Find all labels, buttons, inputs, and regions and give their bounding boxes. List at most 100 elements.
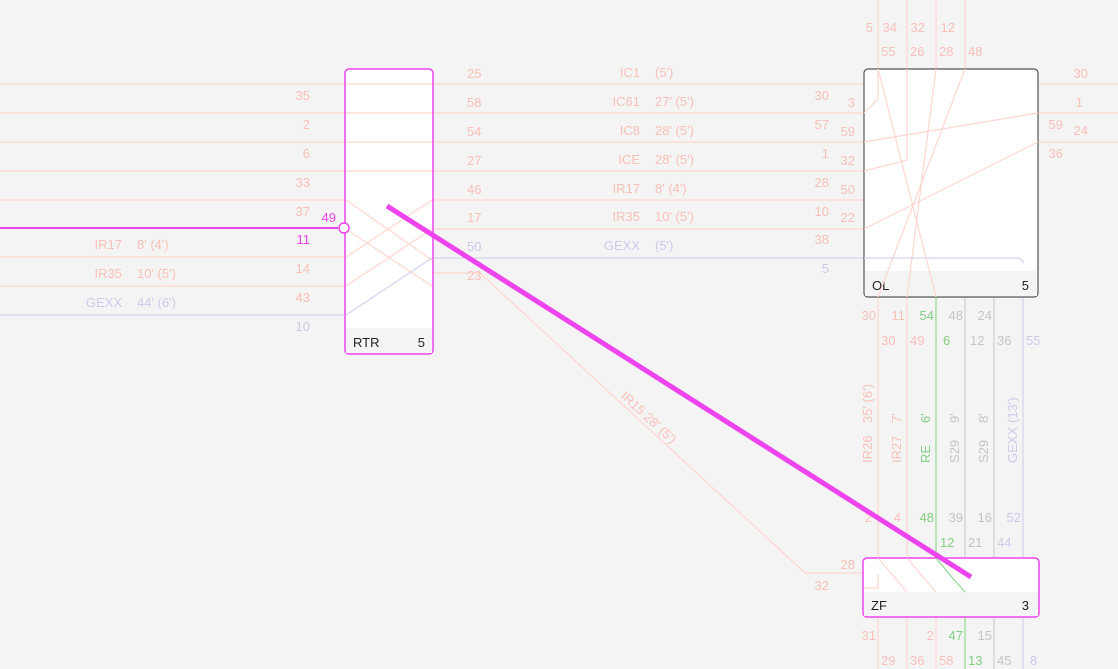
middle-route-time: 28' (5') bbox=[655, 152, 694, 167]
node-ol[interactable]: OL 5 bbox=[863, 68, 1039, 298]
ol-right-number: 36 bbox=[1049, 146, 1063, 161]
rtr-inner-track bbox=[345, 199, 433, 261]
ol-inner-track bbox=[877, 68, 966, 298]
left-route-name: IR35 bbox=[95, 266, 122, 281]
vertical-route-name: RE bbox=[918, 445, 933, 463]
middle-route-time: 10' (5') bbox=[655, 209, 694, 224]
rtr-right-number: 23 bbox=[467, 268, 481, 283]
ol-bottom-number: 36 bbox=[997, 333, 1011, 348]
rtr-inner-track bbox=[345, 228, 433, 287]
zf-top-number: 52 bbox=[1007, 510, 1021, 525]
rtr-right-number: 27 bbox=[467, 153, 481, 168]
ol-right-number: 59 bbox=[1049, 117, 1063, 132]
node-rtr[interactable]: RTR 5 bbox=[344, 68, 434, 355]
left-route-time: 44' (6') bbox=[137, 295, 176, 310]
zf-inner-track bbox=[877, 557, 908, 593]
rtr-left-number: 2 bbox=[303, 117, 310, 132]
ol-bottom-number: 24 bbox=[978, 308, 992, 323]
route-endpoint-handle[interactable] bbox=[338, 222, 350, 234]
ol-left-number: 38 bbox=[815, 232, 829, 247]
highlighted-route[interactable]: 49 bbox=[0, 210, 350, 234]
rtr-left-number: 35 bbox=[296, 88, 310, 103]
ol-bottom-number: 11 bbox=[892, 308, 906, 323]
zf-bottom-number: 47 bbox=[949, 628, 963, 643]
ol-top-number: 26 bbox=[910, 44, 924, 59]
ol-top-number: 28 bbox=[939, 44, 953, 59]
vertical-route-name: IR27 bbox=[889, 436, 904, 463]
ol-bottom-number: 49 bbox=[910, 333, 924, 348]
diag-route-label: IR15 28' (5') bbox=[618, 388, 680, 446]
zf-node-name: ZF bbox=[871, 598, 887, 613]
middle-route-name: IC61 bbox=[613, 94, 640, 109]
vertical-route-name: GEXX bbox=[1005, 427, 1020, 463]
rtr-right-number: 17 bbox=[467, 210, 481, 225]
middle-route-time: (5') bbox=[655, 238, 673, 253]
ol-top-number: 55 bbox=[881, 44, 895, 59]
zf-top-number: 2 bbox=[865, 510, 872, 525]
rtr-left-number: 37 bbox=[296, 204, 310, 219]
ol-left-number: 57 bbox=[815, 117, 829, 132]
ol-left-number: 28 bbox=[815, 175, 829, 190]
ol-inner-number: 22 bbox=[841, 210, 855, 225]
ol-inner-track bbox=[863, 112, 1039, 143]
diag-track-ir15 bbox=[433, 272, 864, 574]
ol-left-number: 10 bbox=[815, 204, 829, 219]
vertical-route-time: 6' bbox=[918, 413, 933, 423]
left-route-time: 10' (5') bbox=[137, 266, 176, 281]
middle-route-name: IC1 bbox=[620, 65, 640, 80]
middle-route-time: 27' (5') bbox=[655, 94, 694, 109]
rtr-left-number: 6 bbox=[303, 146, 310, 161]
left-route-time: 8' (4') bbox=[137, 237, 169, 252]
rtr-right-number: 58 bbox=[467, 95, 481, 110]
ol-left-number: 5 bbox=[822, 261, 829, 276]
highlight-number: 49 bbox=[322, 210, 336, 225]
zf-left-number: 28 bbox=[841, 557, 855, 572]
middle-route-name: IC8 bbox=[620, 123, 640, 138]
rtr-right-number: 25 bbox=[467, 66, 481, 81]
vertical-route-name: S29 bbox=[947, 440, 962, 463]
zf-inner-track bbox=[935, 557, 966, 593]
node-inner-tracks bbox=[345, 68, 1039, 593]
middle-route-time: 28' (5') bbox=[655, 123, 694, 138]
zf-bottom-number: 8 bbox=[1030, 653, 1037, 668]
zf-inner-track bbox=[906, 557, 937, 593]
ol-right-number: 1 bbox=[1076, 95, 1083, 110]
ol-bottom-number: 30 bbox=[881, 333, 895, 348]
vertical-route-name: IR26 bbox=[860, 436, 875, 463]
vertical-route-name: S29 bbox=[976, 440, 991, 463]
zf-bottom-number: 2 bbox=[927, 628, 934, 643]
ol-top-number: 32 bbox=[911, 20, 925, 35]
rtr-left-number: 14 bbox=[296, 261, 310, 276]
rtr-left-number: 11 bbox=[297, 232, 311, 247]
ol-top-number: 5 bbox=[866, 20, 873, 35]
ol-left-number: 30 bbox=[815, 88, 829, 103]
node-zf[interactable]: ZF 3 bbox=[862, 557, 1040, 618]
rtr-inner-track bbox=[345, 199, 433, 258]
ol-bottom-number: 54 bbox=[920, 308, 934, 323]
rtr-node-count: 5 bbox=[418, 335, 425, 350]
rtr-right-number: 54 bbox=[467, 124, 481, 139]
rtr-left-number: 33 bbox=[296, 175, 310, 190]
ol-top-number: 34 bbox=[883, 20, 897, 35]
ol-inner-number: 32 bbox=[841, 153, 855, 168]
zf-bottom-number: 15 bbox=[978, 628, 992, 643]
rtr-left-number: 43 bbox=[296, 290, 310, 305]
zf-top-number: 39 bbox=[949, 510, 963, 525]
zf-top-number: 4 bbox=[894, 510, 901, 525]
vertical-route-time: 8' bbox=[976, 413, 991, 423]
selection-drag-line[interactable] bbox=[385, 203, 973, 580]
middle-route-name: IR35 bbox=[613, 209, 640, 224]
left-route-name: IR17 bbox=[95, 237, 122, 252]
rtr-right-number: 46 bbox=[467, 182, 481, 197]
ol-inner-track bbox=[863, 141, 1039, 230]
ol-top-number: 48 bbox=[968, 44, 982, 59]
ol-bottom-number: 12 bbox=[970, 333, 984, 348]
vertical-route-time: 35' (6') bbox=[860, 384, 875, 423]
ol-inner-track bbox=[863, 69, 908, 172]
zf-top-number: 16 bbox=[978, 510, 992, 525]
vertical-route-time: 9' bbox=[947, 413, 962, 423]
zf-inner-track bbox=[864, 574, 879, 589]
